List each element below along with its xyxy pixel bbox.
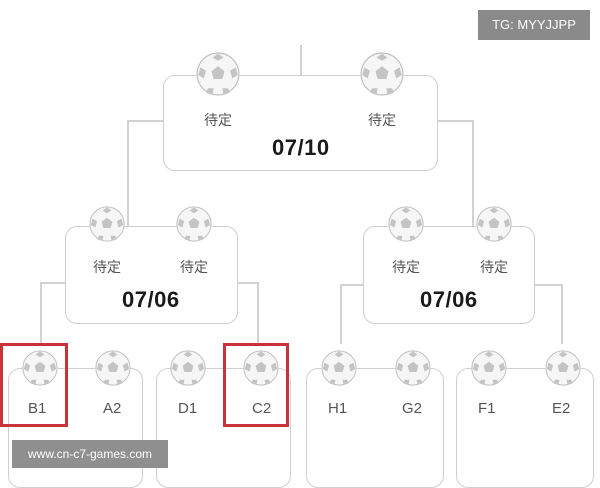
football-icon <box>95 350 131 386</box>
football-icon <box>471 350 507 386</box>
connector-final-top <box>300 45 302 75</box>
football-icon <box>170 350 206 386</box>
football-icon <box>321 350 357 386</box>
connector-final-left-down <box>127 120 129 228</box>
football-icon <box>176 206 212 242</box>
final-date: 07/10 <box>272 135 330 160</box>
round1-team-g2: G2 <box>402 400 423 417</box>
connector-final-right-down <box>472 120 474 228</box>
connector-final-right <box>437 120 473 122</box>
football-icon <box>545 350 581 386</box>
round1-team-c2: C2 <box>252 400 272 417</box>
semi-left-date: 07/06 <box>122 287 180 312</box>
connector-semi-left-a <box>40 282 65 284</box>
highlight-c2 <box>223 343 289 427</box>
football-icon <box>89 206 125 242</box>
round1-team-a2: A2 <box>103 400 122 417</box>
football-icon <box>360 52 404 96</box>
round1-team-e2: E2 <box>552 400 571 417</box>
football-icon <box>243 350 279 386</box>
final-team-right: 待定 <box>368 113 396 129</box>
watermark-website: www.cn-c7-games.com <box>12 440 168 468</box>
semi-right-date: 07/06 <box>420 287 478 312</box>
semifinal-left-box <box>65 226 238 324</box>
football-icon <box>476 206 512 242</box>
connector-semi-left-a-down <box>40 282 42 344</box>
connector-semi-right-b-down <box>561 284 563 344</box>
watermark-telegram: TG: MYYJJPP <box>478 10 590 40</box>
final-team-left: 待定 <box>204 113 232 129</box>
football-icon <box>196 52 240 96</box>
semi-right-team-right: 待定 <box>480 260 508 276</box>
football-icon <box>388 206 424 242</box>
semi-left-team-right: 待定 <box>180 260 208 276</box>
semi-left-team-left: 待定 <box>93 260 121 276</box>
connector-semi-right-a-down <box>340 284 342 344</box>
round1-match1-box <box>8 368 143 488</box>
round1-team-h1: H1 <box>328 400 348 417</box>
connector-semi-left-b-down <box>257 282 259 344</box>
round1-team-d1: D1 <box>178 400 198 417</box>
connector-semi-left-b <box>238 282 258 284</box>
highlight-b1 <box>0 343 68 427</box>
football-icon <box>22 350 58 386</box>
round1-match3-box <box>306 368 444 488</box>
semifinal-right-box <box>363 226 535 324</box>
round1-team-b1: B1 <box>28 400 47 417</box>
round1-team-f1: F1 <box>478 400 496 417</box>
connector-semi-right-b <box>534 284 562 286</box>
connector-semi-right-a <box>340 284 364 286</box>
round1-match2-box <box>156 368 291 488</box>
round1-match4-box <box>456 368 594 488</box>
semi-right-team-left: 待定 <box>392 260 420 276</box>
football-icon <box>395 350 431 386</box>
connector-final-left <box>127 120 163 122</box>
